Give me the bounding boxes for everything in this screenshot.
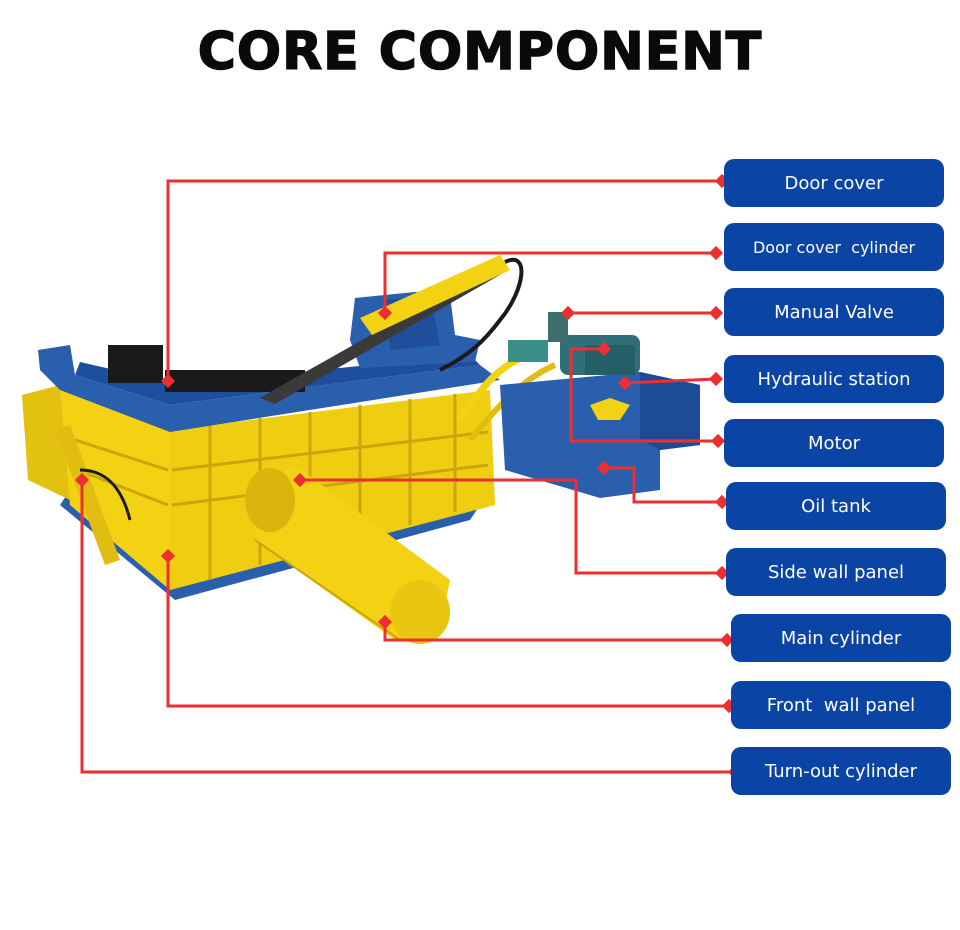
endpoint-marker (710, 433, 726, 449)
label-motor: Motor (724, 419, 944, 467)
endpoint-marker (617, 375, 633, 391)
endpoint-marker (596, 460, 612, 476)
label-side-wall-panel: Side wall panel (726, 548, 946, 596)
label-turn-out-cylinder: Turn-out cylinder (731, 747, 951, 795)
label-hydraulic-station: Hydraulic station (724, 355, 944, 403)
endpoint-marker (74, 472, 90, 488)
label-manual-valve: Manual Valve (724, 288, 944, 336)
baler-machine-illustration (22, 255, 700, 644)
endpoint-marker (377, 305, 393, 321)
leader-line-side-wall-panel (300, 478, 722, 575)
endpoint-marker (596, 341, 612, 357)
endpoint-marker (719, 632, 735, 648)
page-title: CORE COMPONENT (197, 21, 763, 83)
endpoint-marker (560, 305, 576, 321)
leader-line-door-cover-cylinder (383, 251, 716, 313)
endpoint-marker (377, 614, 393, 630)
endpoint-marker (708, 305, 724, 321)
leader-line-front-wall-panel (166, 556, 729, 708)
label-door-cover-cylinder: Door cover cylinder (724, 223, 944, 271)
leader-line-motor (569, 347, 718, 443)
label-main-cylinder: Main cylinder (731, 614, 951, 662)
leader-line-oil-tank (604, 466, 722, 504)
endpoint-marker (292, 472, 308, 488)
leader-line-turn-out-cylinder (80, 480, 735, 774)
endpoint-marker (160, 548, 176, 564)
leader-line-hydraulic-station (624, 377, 717, 385)
label-oil-tank: Oil tank (726, 482, 946, 530)
label-door-cover: Door cover (724, 159, 944, 207)
endpoint-marker (714, 494, 730, 510)
endpoint-marker (160, 373, 176, 389)
endpoint-marker (708, 245, 724, 261)
label-front-wall-panel: Front wall panel (731, 681, 951, 729)
endpoint-marker (708, 371, 724, 387)
endpoint-marker (714, 565, 730, 581)
leader-line-door-cover (166, 179, 722, 381)
